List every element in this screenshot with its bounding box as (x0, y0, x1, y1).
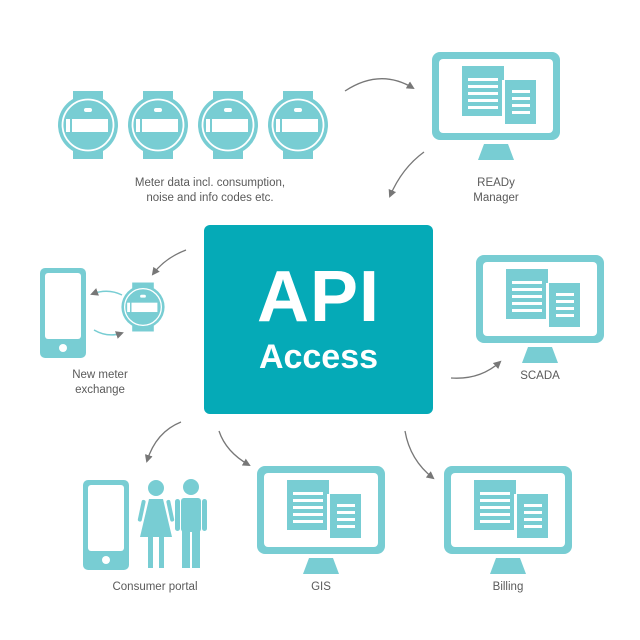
flow-arrow (450, 360, 502, 379)
exchange-arrow-icon (90, 288, 123, 296)
meters-label: Meter data incl. consumption, noise and … (90, 176, 330, 206)
meter-icon (197, 90, 259, 160)
man-icon (175, 479, 207, 568)
ready-manager-label-line2: Manager (473, 192, 519, 204)
gis-label: GIS (311, 581, 331, 593)
new-meter-label-line1: New meter (72, 369, 128, 381)
ready-manager-monitor-icon (432, 52, 560, 160)
flow-arrow (144, 421, 182, 463)
scada-monitor-icon (476, 255, 604, 363)
api-access-box: API Access (204, 225, 433, 414)
new-meter-label-line2: exchange (75, 384, 125, 396)
meters-label-line1: Meter data incl. consumption, (134, 177, 286, 189)
exchange-arrow-icon (93, 329, 124, 339)
gis-monitor-icon (257, 466, 385, 574)
woman-icon (137, 480, 175, 568)
phone-icon (40, 268, 86, 358)
flow-arrow (218, 430, 251, 466)
phone-icon (83, 480, 129, 570)
billing-monitor-icon (444, 466, 572, 574)
flow-arrow (151, 249, 187, 276)
meters-label-line2: noise and info codes etc. (146, 192, 274, 204)
consumer-portal-label: Consumer portal (112, 581, 198, 593)
scada-label: SCADA (520, 370, 560, 382)
api-subtitle: Access (258, 338, 379, 376)
ready-manager-label-line1: READy (477, 177, 515, 189)
meter-icon (57, 90, 119, 160)
flow-arrow (344, 78, 415, 92)
meter-icon (120, 281, 166, 333)
flow-arrow (404, 430, 435, 480)
billing-label: Billing (492, 581, 524, 593)
flow-arrow (388, 151, 425, 198)
meter-icon (127, 90, 189, 160)
ready-manager-label: READy Manager (446, 176, 546, 206)
new-meter-label: New meter exchange (50, 368, 150, 398)
api-title: API (256, 257, 381, 337)
meter-icon (267, 90, 329, 160)
